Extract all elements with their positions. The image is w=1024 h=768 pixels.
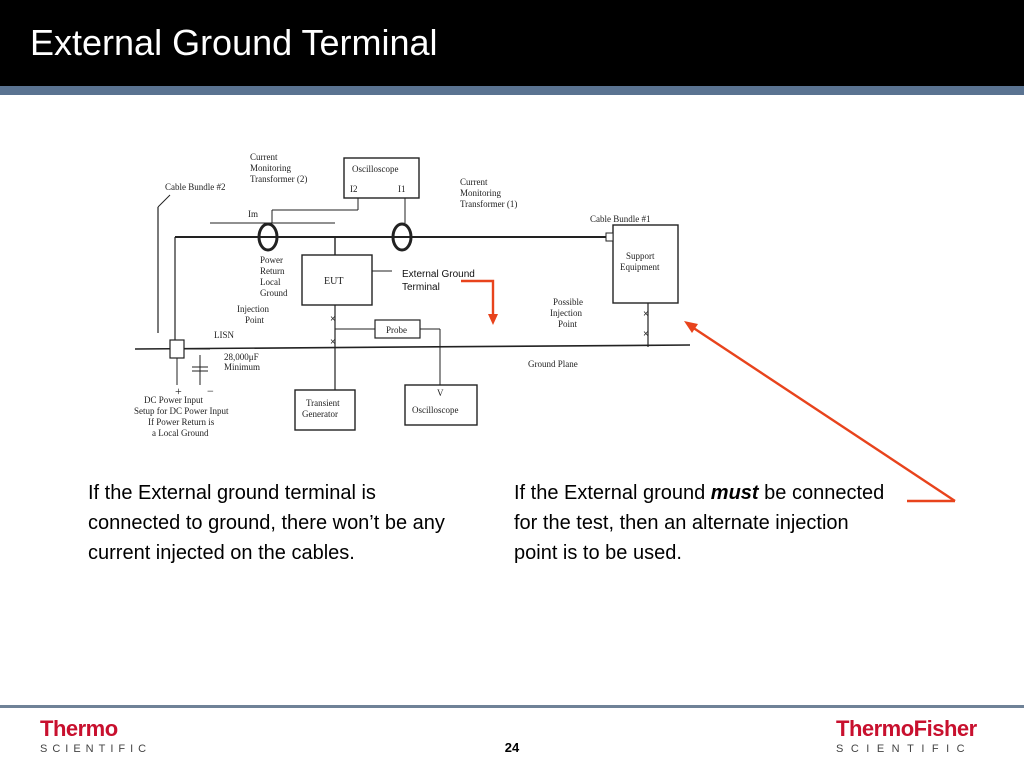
label-transient-generator: Transient Generator (302, 398, 342, 419)
label-capacitor: 28,000μF Minimum (224, 352, 261, 372)
right-text-part-1: If the External ground (514, 482, 711, 504)
label-ground-plane: Ground Plane (528, 359, 578, 369)
label-minus: − (207, 384, 214, 398)
title-bar (0, 0, 1024, 86)
current-transformer-1 (391, 222, 413, 252)
label-cmt1: Current Monitoring Transformer (1) (460, 177, 517, 209)
label-i1: I1 (398, 184, 406, 194)
label-external-ground-terminal: External Ground Terminal (402, 269, 478, 293)
test-setup-diagram: × × × × Current Monitoring Transformer (… (134, 152, 691, 438)
svg-text:×: × (643, 309, 649, 320)
ground-plane-line (134, 344, 691, 350)
label-cable-bundle-2: Cable Bundle #2 (165, 182, 226, 192)
label-power-return: Power Return Local Ground (260, 255, 288, 298)
right-text-part-2: be connected for the test, then an alter… (514, 482, 885, 564)
oscilloscope-top (343, 157, 420, 199)
label-support-equipment: Support Equipment (620, 251, 660, 272)
svg-text:×: × (330, 314, 336, 325)
label-possible-injection-point: Possible Injection Point (550, 297, 585, 329)
emphasis-must: must (710, 482, 759, 504)
thermo-scientific-logo: Thermo SCIENTIFIC (40, 716, 152, 756)
left-explanation-text: If the External ground terminal is conne… (88, 482, 445, 564)
right-explanation-text: If the External ground must be connected… (514, 478, 886, 568)
label-i2: I2 (350, 184, 358, 194)
label-eut: EUT (324, 276, 343, 287)
label-cable-bundle-1: Cable Bundle #1 (590, 214, 651, 224)
label-dc-power-input: DC Power Input Setup for DC Power Input … (134, 395, 231, 438)
label-v: V (437, 388, 444, 398)
label-oscilloscope-top: Oscilloscope (352, 164, 399, 174)
svg-text:×: × (330, 337, 336, 348)
label-lisn: LISN (214, 330, 235, 340)
label-probe: Probe (386, 325, 407, 335)
transient-generator-box (294, 389, 356, 431)
svg-text:×: × (643, 329, 649, 340)
oscilloscope-bottom (404, 384, 478, 426)
support-equipment-box (612, 224, 679, 304)
thermofisher-scientific-logo: ThermoFisher SCIENTIFIC (836, 716, 977, 756)
label-oscilloscope-bottom: Oscilloscope (412, 405, 459, 415)
logo-right-sub: SCIENTIFIC (836, 743, 973, 755)
logo-left-main: Thermo (40, 716, 118, 741)
eut-box (301, 254, 373, 306)
logo-left-sub: SCIENTIFIC (40, 743, 152, 755)
label-cmt2: Current Monitoring Transformer (2) (250, 152, 307, 184)
lisn-box (169, 339, 185, 359)
label-plus: + (175, 384, 182, 398)
label-injection-point: Injection Point (237, 304, 271, 325)
footer-rule (0, 705, 1024, 708)
logo-right-main: ThermoFisher (836, 716, 977, 741)
label-im: Im (248, 209, 258, 219)
page-number: 24 (504, 740, 520, 755)
slide-title: External Ground Terminal (30, 22, 438, 63)
title-rule (0, 86, 1024, 95)
current-transformer-2 (257, 222, 279, 252)
